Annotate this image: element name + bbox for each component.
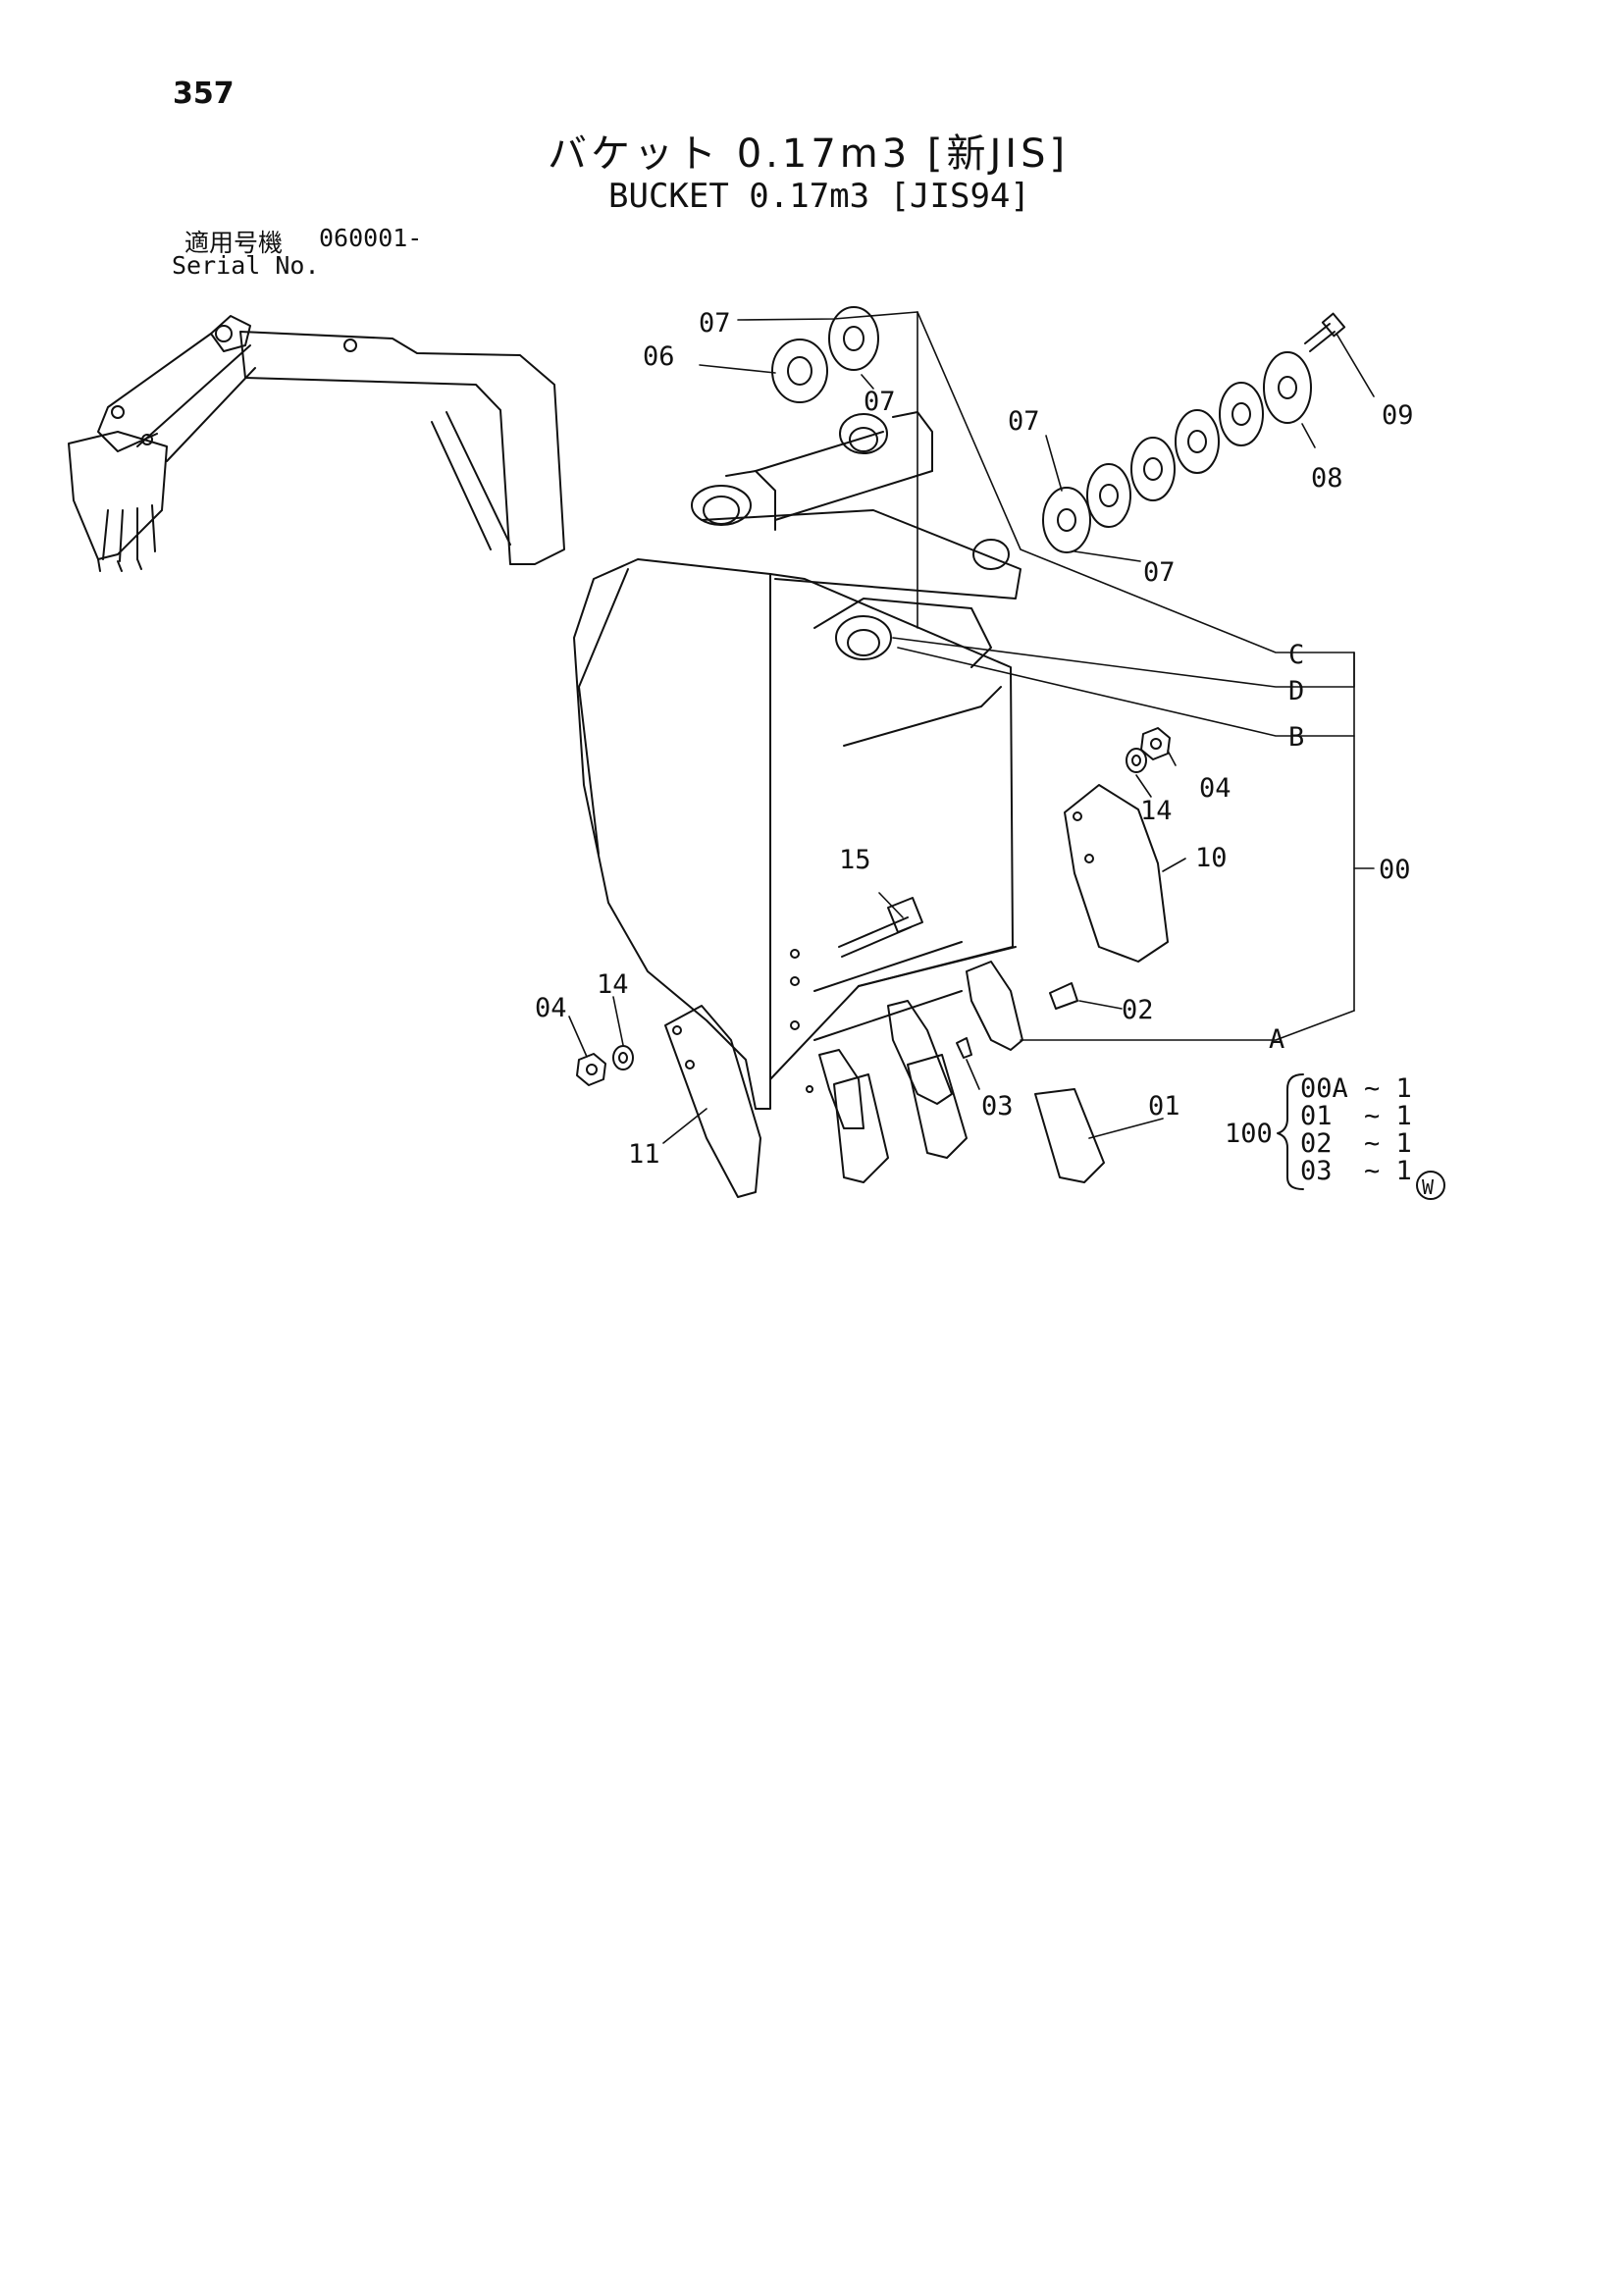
w-mark-circle [1416, 1171, 1445, 1200]
excavator-thumbnail-illustration [68, 315, 565, 572]
kit-item: 00A ~ 1 [1300, 1073, 1412, 1104]
callout-07: 07 [1143, 557, 1176, 588]
callout-01: 01 [1148, 1091, 1180, 1122]
kit-label: 100 [1225, 1119, 1273, 1149]
leader-lines [568, 311, 1375, 1144]
pin-02 [1049, 982, 1078, 1010]
kit-item: 02 ~ 1 [1300, 1128, 1412, 1159]
callout-07: 07 [1008, 406, 1040, 437]
bolt-15 [838, 897, 923, 958]
shim-stack-07 [1042, 382, 1264, 553]
bucket-body [573, 411, 1022, 1110]
callout-04: 04 [1199, 773, 1231, 804]
spacer-06 [771, 339, 828, 403]
kit-brace [1277, 1073, 1304, 1190]
nut-04-left [576, 1053, 606, 1086]
callout-07: 07 [699, 308, 731, 339]
callout-09: 09 [1382, 400, 1414, 431]
page-number: 357 [173, 77, 235, 111]
callout-06: 06 [643, 341, 675, 372]
washer-14-left [612, 1045, 634, 1070]
callout-04: 04 [535, 993, 567, 1023]
callout-10: 10 [1195, 843, 1228, 873]
ref-c: C [1288, 640, 1304, 670]
washer-14-right [1126, 748, 1147, 773]
serial-number: 060001- [319, 224, 423, 252]
serial-label-english: Serial No. [172, 251, 320, 280]
kit-item: 03 ~ 1 [1300, 1156, 1412, 1186]
title-japanese: バケット 0.17m3 [新JIS] [548, 131, 1070, 177]
callout-15: 15 [839, 845, 871, 875]
ref-a: A [1269, 1024, 1284, 1055]
bolt-09 [1304, 312, 1346, 352]
side-cutter-11 [664, 1005, 761, 1198]
tooth-adapters [818, 961, 1023, 1129]
callout-00: 00 [1379, 855, 1411, 885]
plate-08 [1263, 351, 1312, 424]
ref-b: B [1288, 722, 1304, 753]
callout-08: 08 [1311, 463, 1343, 494]
callout-14: 14 [1140, 796, 1173, 826]
callout-03: 03 [981, 1091, 1014, 1122]
pin-03 [956, 1037, 972, 1059]
shim-07-top [828, 306, 879, 371]
callout-02: 02 [1122, 995, 1154, 1025]
callout-14: 14 [597, 969, 629, 1000]
callout-11: 11 [628, 1139, 660, 1170]
w-mark: W [1422, 1175, 1435, 1199]
ref-d: D [1288, 676, 1304, 706]
side-cutter-10 [1064, 784, 1169, 963]
callout-07: 07 [864, 387, 896, 417]
tooth-points [833, 1054, 1105, 1183]
kit-item: 01 ~ 1 [1300, 1101, 1412, 1131]
serial-label-japanese: 適用号機 [184, 229, 284, 257]
title-english: BUCKET 0.17m3 [JIS94] [608, 177, 1030, 216]
